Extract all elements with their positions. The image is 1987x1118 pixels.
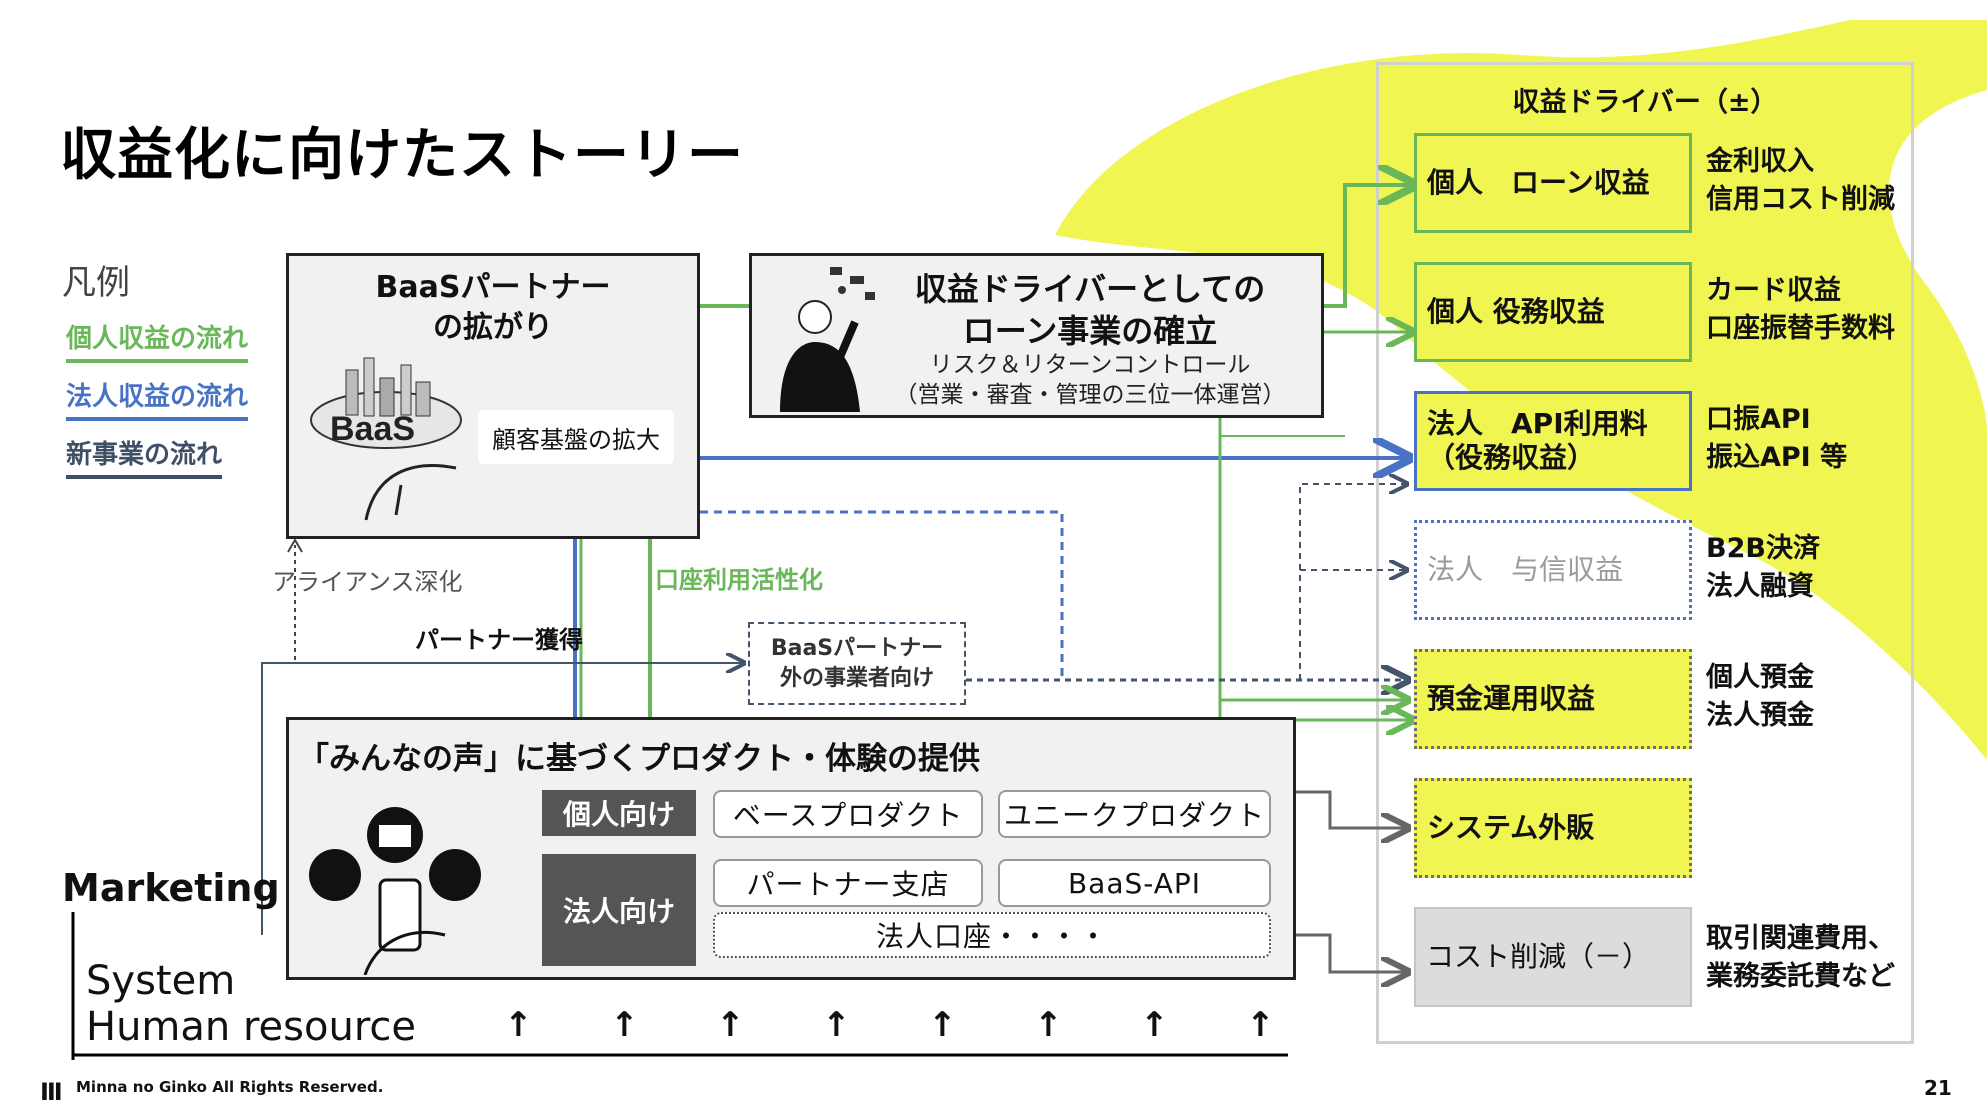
alliance-label: アライアンス深化 [272, 568, 463, 596]
thinking-person-illustration [780, 267, 875, 412]
up-arrow-2: ↑ [610, 1005, 639, 1045]
revenue-driver-panel [1376, 62, 1914, 1044]
driver-corporate-api-line2: （役務収益） [1427, 441, 1596, 474]
desc-interest-income: 金利収入 [1706, 146, 1814, 177]
partner-acquisition-label: パートナー獲得 [415, 626, 583, 654]
partner-branch-chip: パートナー支店 [713, 859, 983, 907]
non-partner-business-box: BaaSパートナー 外の事業者向け [748, 622, 966, 705]
product-experience-title: 「みんなの声」に基づくプロダクト・体験の提供 [298, 741, 980, 777]
up-arrow-1: ↑ [504, 1005, 533, 1045]
driver-corporate-api-line1: 法人 API利用料 [1427, 407, 1648, 440]
base-product-chip: ベースプロダクト [713, 790, 983, 838]
ext-line2: 外の事業者向け [779, 665, 934, 691]
ext-line1: BaaSパートナー [770, 635, 944, 661]
up-arrow-6: ↑ [1034, 1005, 1063, 1045]
driver-corporate-api-desc: 口振API 振込API 等 [1706, 401, 1847, 477]
desc-transaction-cost: 取引関連費用、 [1706, 923, 1895, 954]
legend-new-business-flow: 新事業の流れ [66, 434, 223, 479]
loan-title-line1: 収益ドライバーとしての [914, 270, 1266, 308]
up-arrow-3: ↑ [716, 1005, 745, 1045]
footer-copyright: Minna no Ginko All Rights Reserved. [76, 1078, 383, 1096]
driver-individual-service: 個人 役務収益 [1414, 262, 1692, 362]
driver-cost-reduction: コスト削減（－） [1414, 907, 1692, 1007]
page-number: 21 [1924, 1076, 1952, 1100]
up-arrow-8: ↑ [1246, 1005, 1275, 1045]
corporate-account-chip: 法人口座・・・・ [713, 912, 1271, 958]
driver-corporate-credit: 法人 与信収益 [1414, 520, 1692, 620]
driver-corporate-api: 法人 API利用料 （役務収益） [1414, 391, 1692, 491]
driver-individual-loan-desc: 金利収入 信用コスト削減 [1706, 143, 1895, 219]
legend-individual-flow: 個人収益の流れ [66, 318, 249, 363]
company-name: Minna no Ginko [76, 1078, 207, 1096]
account-usage-label: 口座利用活性化 [655, 566, 823, 594]
desc-corporate-deposit: 法人預金 [1706, 700, 1814, 731]
up-arrow-5: ↑ [928, 1005, 957, 1045]
legend-heading: 凡例 [62, 263, 130, 303]
revenue-driver-heading: 収益ドライバー（±） [1512, 87, 1778, 118]
desc-individual-deposit: 個人預金 [1706, 662, 1814, 693]
loan-sub-line1: リスク＆リターンコントロール [929, 352, 1251, 378]
desc-credit-cost: 信用コスト削減 [1706, 184, 1895, 215]
phone-bank-icons-illustration [309, 807, 481, 975]
legend-corporate-flow: 法人収益の流れ [66, 376, 249, 421]
baas-illustration-text: BaaS [330, 410, 416, 448]
desc-outsourcing-cost: 業務委託費など [1706, 961, 1895, 992]
desc-corporate-lending: 法人融資 [1706, 571, 1814, 602]
baas-partner-title: BaaSパートナー の拡がり [286, 268, 700, 348]
company-logo: Ⅲ [40, 1078, 63, 1106]
baas-api-chip: BaaS-API [998, 859, 1271, 907]
up-arrow-7: ↑ [1140, 1005, 1169, 1045]
driver-deposit-desc: 個人預金 法人預金 [1706, 659, 1814, 735]
individual-segment-label: 個人向け [542, 790, 696, 836]
marketing-label: Marketing [62, 866, 280, 910]
baas-title-line2: の拡がり [433, 310, 553, 345]
desc-transfer-api: 振込API 等 [1706, 442, 1848, 473]
driver-system-sales: システム外販 [1414, 778, 1692, 878]
customer-base-expansion: 顧客基盤の拡大 [478, 410, 674, 464]
up-arrow-4: ↑ [822, 1005, 851, 1045]
rights-reserved: All Rights Reserved. [212, 1078, 384, 1096]
desc-transfer-fee: 口座振替手数料 [1706, 313, 1895, 344]
baas-title-line1: BaaSパートナー [375, 270, 611, 305]
human-resource-label: Human resource [86, 1004, 416, 1050]
driver-corporate-credit-desc: B2B決済 法人融資 [1706, 530, 1820, 606]
system-label: System [86, 958, 236, 1004]
driver-cost-reduction-desc: 取引関連費用、 業務委託費など [1706, 920, 1895, 996]
loan-business-title: 収益ドライバーとしての ローン事業の確立 [860, 268, 1320, 352]
unique-product-chip: ユニークプロダクト [998, 790, 1271, 838]
driver-deposit: 預金運用収益 [1414, 649, 1692, 749]
desc-card-revenue: カード収益 [1706, 275, 1841, 306]
desc-b2b-payment: B2B決済 [1706, 533, 1820, 564]
page-title: 収益化に向けたストーリー [60, 123, 744, 188]
loan-business-subtitle: リスク＆リターンコントロール （営業・審査・管理の三位一体運営） [860, 350, 1320, 410]
loan-title-line2: ローン事業の確立 [962, 312, 1218, 350]
corporate-segment-label: 法人向け [542, 854, 696, 966]
driver-individual-service-desc: カード収益 口座振替手数料 [1706, 272, 1895, 348]
desc-debit-api: 口振API [1706, 404, 1811, 435]
driver-individual-loan: 個人 ローン収益 [1414, 133, 1692, 233]
loan-sub-line2: （営業・審査・管理の三位一体運営） [894, 382, 1286, 408]
system-hr-label: System Human resource [86, 958, 416, 1050]
city-hand-illustration [310, 357, 462, 521]
